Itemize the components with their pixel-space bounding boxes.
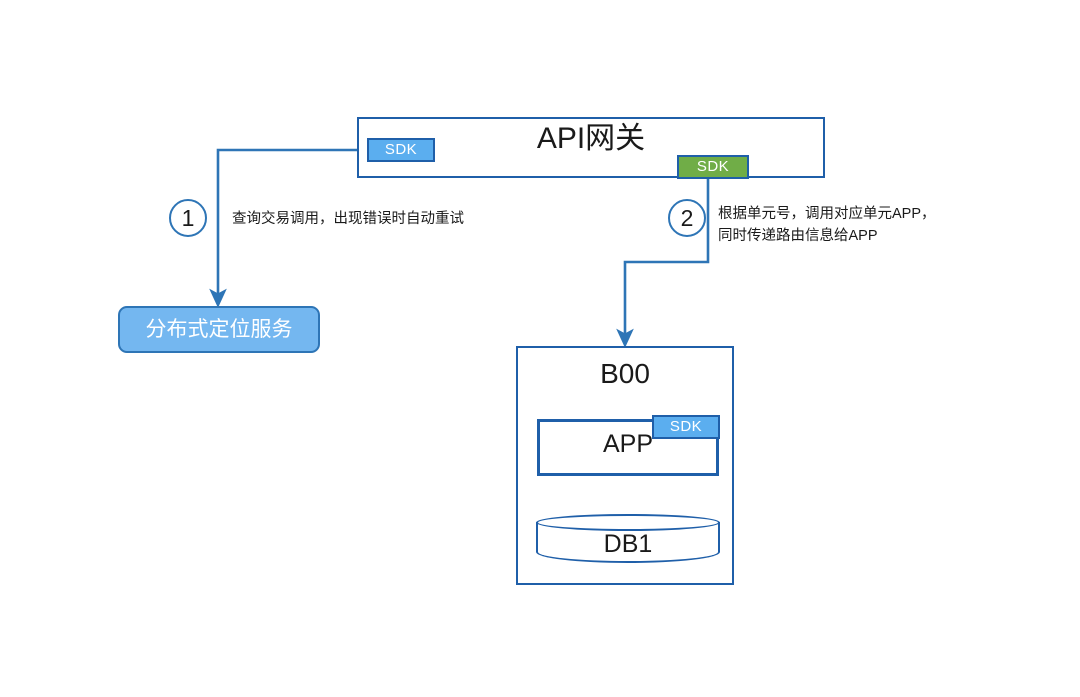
step-description-1: 查询交易调用，出现错误时自动重试 xyxy=(232,211,464,227)
database-cylinder-top xyxy=(536,514,720,531)
database-label: DB1 xyxy=(603,530,653,558)
step-marker-2: 2 xyxy=(668,199,706,237)
distributed-location-service-box: 分布式定位服务 xyxy=(118,306,320,353)
step-description-2: 根据单元号，调用对应单元APP， 同时传递路由信息给APP xyxy=(718,206,936,244)
api-gateway-sdk-right-badge: SDK xyxy=(677,155,749,179)
api-gateway-label: API网关 xyxy=(536,122,646,155)
app-sdk-badge: SDK xyxy=(652,415,720,439)
app-label: APP xyxy=(602,430,654,458)
step-marker-1: 1 xyxy=(169,199,207,237)
unit-b00-label: B00 xyxy=(600,358,650,389)
database-cylinder: DB1 xyxy=(536,514,720,563)
api-gateway-sdk-left-badge: SDK xyxy=(367,138,435,162)
